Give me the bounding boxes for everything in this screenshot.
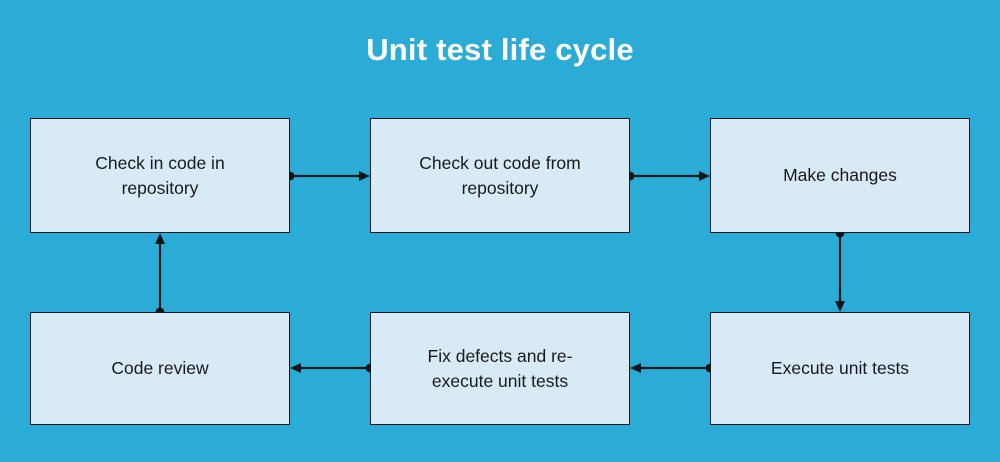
edge-review-to-checkin: [155, 233, 165, 317]
node-label: Code review: [111, 358, 209, 378]
edge-changes-to-execute: [835, 228, 845, 312]
node-check-in-code[interactable]: Check in code in repository: [30, 118, 290, 233]
node-make-changes[interactable]: Make changes: [710, 118, 970, 233]
node-label: Check out code from repository: [419, 152, 581, 198]
node-label: Check in code in repository: [95, 152, 225, 198]
page-title: Unit test life cycle: [366, 32, 634, 67]
node-fix-defects[interactable]: Fix defects and re- execute unit tests: [370, 312, 630, 425]
node-label: Execute unit tests: [770, 358, 910, 378]
node-label: Make changes: [783, 165, 897, 185]
node-code-review[interactable]: Code review: [30, 312, 290, 425]
node-label: Fix defects and re- execute unit tests: [427, 345, 573, 391]
edge-checkin-to-checkout: [285, 171, 370, 181]
edge-execute-to-fix: [630, 363, 715, 373]
edge-checkout-to-changes: [625, 171, 710, 181]
node-check-out-code[interactable]: Check out code from repository: [370, 118, 630, 233]
edge-fix-to-review: [290, 363, 375, 373]
node-execute-unit-tests[interactable]: Execute unit tests: [710, 312, 970, 425]
